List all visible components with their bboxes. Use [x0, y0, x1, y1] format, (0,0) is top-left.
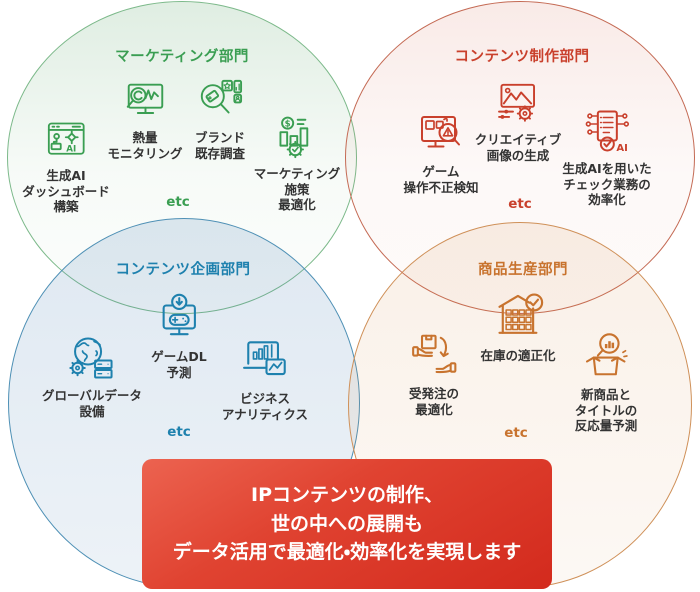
capability-item: 新商品と タイトルの 反応量予測 [574, 331, 638, 434]
capability-item: 受発注の 最適化 [409, 330, 459, 417]
capability-item: AI 生成AI ダッシュボード 構築 [22, 118, 110, 215]
creative-image-generation-icon [495, 80, 541, 126]
summary-banner-text: IPコンテンツの制作、 世の中への展開も データ活用で最適化・効率化を実現します [172, 484, 522, 564]
capability-label: 受発注の 最適化 [408, 386, 460, 417]
summary-banner: IPコンテンツの制作、 世の中への展開も データ活用で最適化・効率化を実現します [142, 459, 552, 589]
capability-item: 熱量 モニタリング [107, 78, 183, 161]
capability-item: グローバルデータ 設備 [42, 334, 142, 419]
generative-ai-check-icon: AI [583, 107, 631, 155]
capability-label: クリエイティブ 画像の生成 [474, 132, 562, 163]
inventory-optimization-icon [492, 290, 544, 342]
capability-item: クリエイティブ 画像の生成 [474, 80, 562, 163]
capability-item: ビジネス アナリティクス [222, 335, 308, 422]
capability-label: ブランド 既存調査 [194, 130, 246, 161]
capability-label: ゲーム 操作不正検知 [403, 164, 479, 195]
game-cheat-detection-icon [417, 110, 465, 158]
department-title-content-production: コンテンツ制作部門 [454, 49, 590, 65]
capability-label: 生成AI ダッシュボード 構築 [22, 168, 110, 214]
department-title-marketing: マーケティング部門 [115, 49, 249, 65]
new-product-forecast-icon [581, 331, 631, 381]
capability-item: $ [253, 114, 341, 213]
capability-label: ビジネス アナリティクス [221, 391, 309, 422]
svg-text:AI: AI [616, 143, 627, 154]
department-title-product-manufacturing: 商品生産部門 [478, 262, 568, 278]
business-analytics-icon [240, 335, 290, 385]
order-optimization-icon [409, 330, 459, 380]
department-title-content-planning: コンテンツ企画部門 [115, 262, 251, 278]
capability-label: 熱量 モニタリング [107, 130, 183, 161]
capability-label: 在庫の適正化 [480, 348, 556, 363]
capability-label: 新商品と タイトルの 反応量予測 [574, 387, 638, 433]
brand-research-icon [197, 78, 243, 124]
capability-label: 生成AIを用いた チェック業務の 効率化 [562, 161, 652, 207]
etc-label-marketing: etc [166, 194, 190, 210]
capability-label: グローバルデータ 設備 [42, 388, 142, 419]
capability-item: ゲーム 操作不正検知 [403, 110, 479, 195]
heat-monitoring-icon [122, 78, 168, 124]
svg-text:AI: AI [66, 144, 76, 154]
capability-item: ゲームDL 予測 [151, 293, 207, 380]
etc-label-content-production: etc [508, 196, 532, 212]
game-download-forecast-icon [154, 293, 204, 343]
svg-text:$: $ [285, 119, 291, 129]
marketing-optimization-icon: $ [274, 114, 320, 160]
etc-label-content-planning: etc [167, 424, 191, 440]
capability-item: ブランド 既存調査 [195, 78, 245, 161]
generative-ai-dashboard-icon: AI [44, 118, 88, 162]
etc-label-product-manufacturing: etc [504, 425, 528, 441]
capability-item: AI 生成AIを用いた チェック業務の 効率化 [562, 107, 652, 208]
capability-label: マーケティング 施策 最適化 [253, 166, 341, 212]
capability-label: ゲームDL 予測 [151, 349, 207, 380]
capability-item: 在庫の適正化 [480, 290, 556, 364]
global-data-icon [68, 334, 116, 382]
